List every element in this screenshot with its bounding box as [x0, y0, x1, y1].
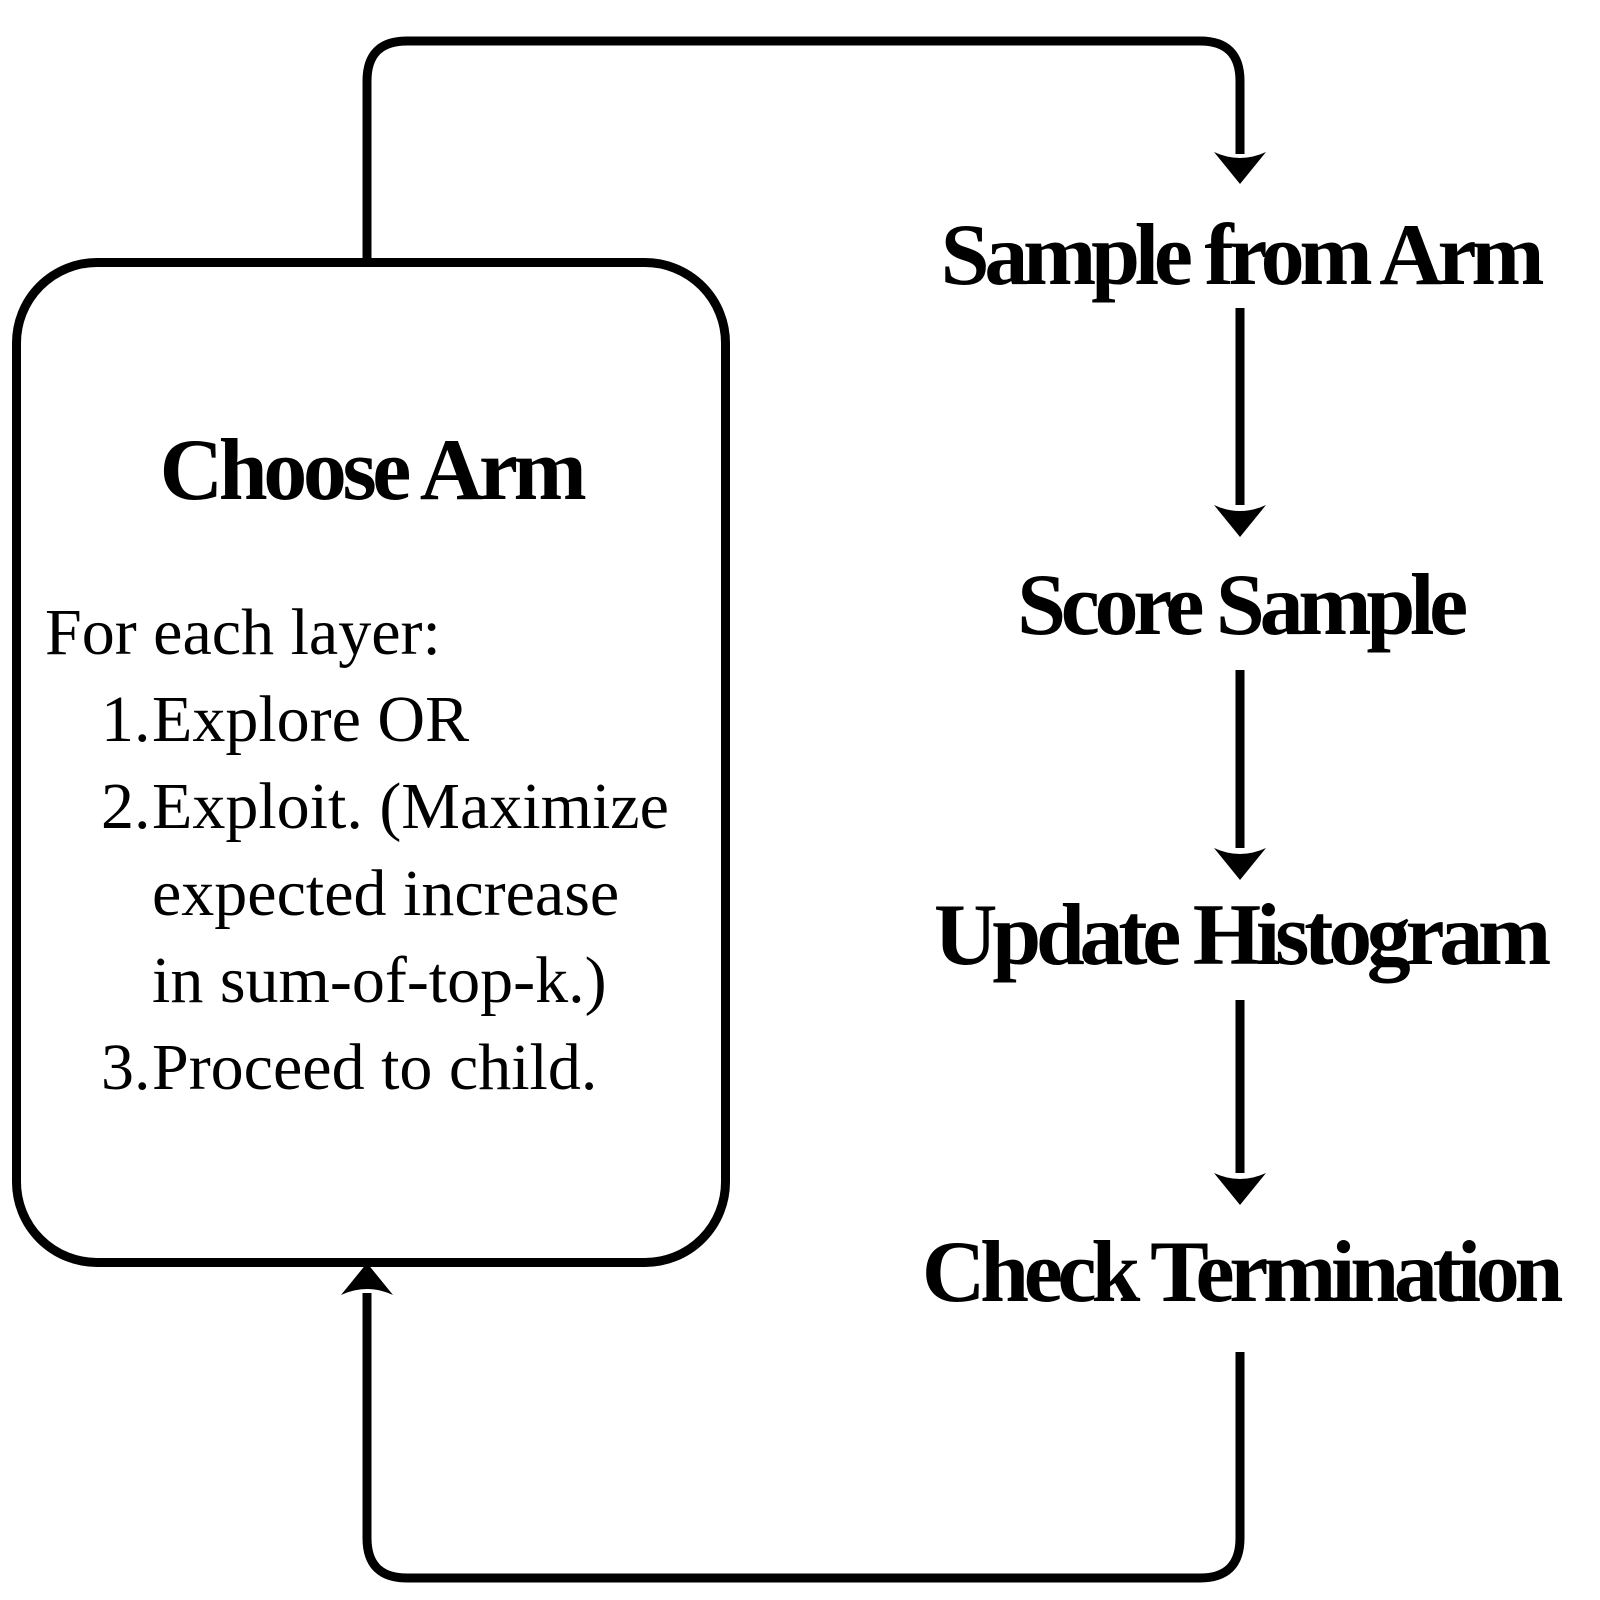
list-item: 1. Explore OR: [101, 676, 705, 763]
step-label-check-termination: Check Termination: [921, 1224, 1564, 1321]
list-item-number: 1.: [101, 683, 151, 756]
arrow-up-icon-return: [341, 1263, 393, 1295]
choose-arm-title: Choose Arm: [159, 422, 587, 519]
list-item-text: Exploit. (Maximize expected increase in …: [152, 770, 669, 1017]
arrow-down-icon-3: [1214, 1173, 1266, 1205]
arrow-down-icon-entry: [1214, 152, 1266, 184]
list-item: 2. Exploit. (Maximize expected increase …: [101, 763, 705, 1024]
loop-return-connector: [362, 1293, 1245, 1583]
list-item-text: Proceed to child.: [152, 1031, 598, 1104]
list-item: 3. Proceed to child.: [101, 1024, 705, 1111]
step-label-score-sample: Score Sample: [1017, 557, 1468, 654]
arrow-down-icon-1: [1214, 505, 1266, 537]
list-item-number: 3.: [101, 1031, 151, 1104]
choose-arm-box: [12, 258, 730, 1267]
step-label-sample-from-arm: Sample from Arm: [940, 207, 1545, 304]
list-item-text: Explore OR: [152, 683, 470, 756]
loop-entry-connector: [362, 36, 1245, 262]
step-label-update-histogram: Update Histogram: [933, 887, 1551, 984]
for-each-layer-text: For each layer:: [45, 596, 441, 669]
list-item-number: 2.: [101, 770, 151, 843]
choose-arm-body: For each layer: 1. Explore OR 2. Exploit…: [45, 589, 705, 1111]
arrow-down-icon-2: [1214, 848, 1266, 880]
choose-arm-steps-list: 1. Explore OR 2. Exploit. (Maximize expe…: [101, 676, 705, 1111]
